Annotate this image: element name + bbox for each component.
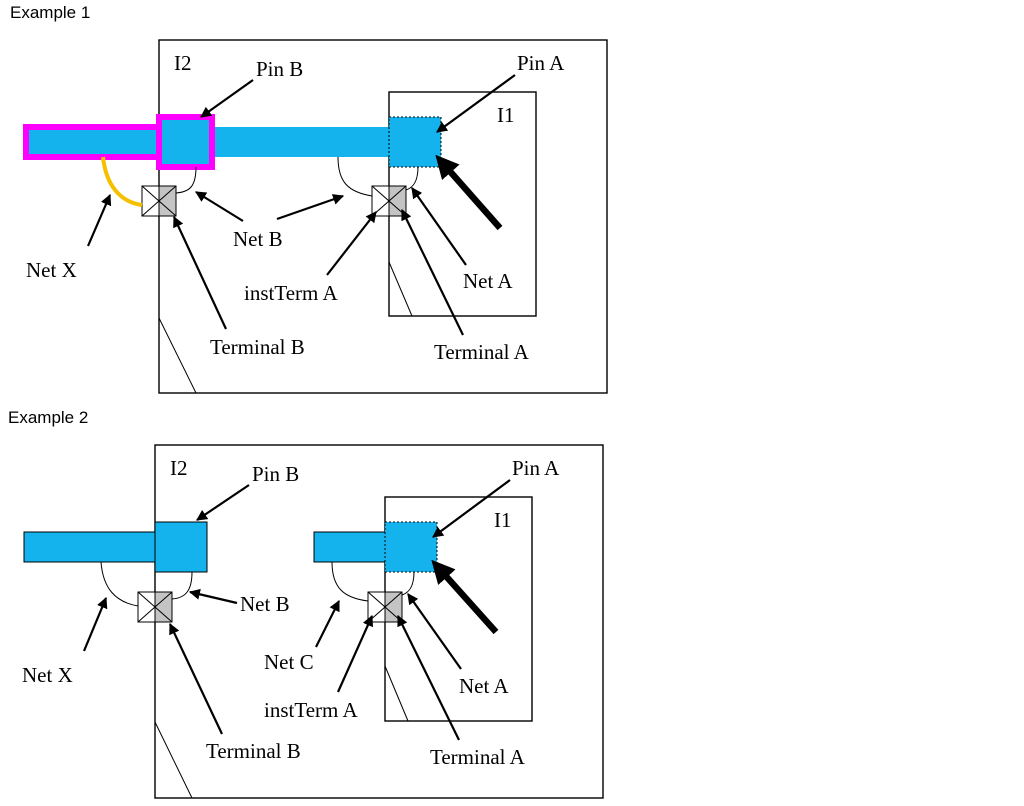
label-net-a: Net A: [459, 674, 509, 698]
net-a-connection: [401, 571, 415, 596]
arrow-pin-b: [196, 484, 250, 521]
label-net-c: Net C: [264, 650, 314, 674]
label-net-x: Net X: [26, 258, 77, 282]
arrow-bold-pin-a: [435, 154, 503, 231]
net-c-connection: [331, 561, 369, 602]
label-pin-a: Pin A: [517, 51, 565, 75]
net-b-wire: [212, 127, 390, 157]
i2-corner-hatch: [154, 721, 193, 799]
arrow-pin-a: [436, 74, 516, 133]
arrow-instterm-a: [326, 211, 377, 276]
label-net-x: Net X: [22, 663, 73, 687]
arrow-instterm-a: [336, 614, 374, 693]
label-pin-b: Pin B: [256, 57, 303, 81]
terminal-a: [371, 185, 407, 217]
arrow-pin-a: [432, 479, 511, 538]
label-net-a: Net A: [463, 269, 513, 293]
arrow-net-b: [188, 588, 238, 605]
example-1: Example 1 I2 I1: [10, 3, 608, 394]
net-a-connection: [405, 166, 419, 191]
label-i1: I1: [494, 508, 512, 532]
label-terminal-b: Terminal B: [210, 335, 305, 359]
net-b-connection: [175, 166, 197, 194]
terminal-a: [367, 591, 403, 623]
label-instterm-a: instTerm A: [264, 698, 358, 722]
i1-corner-hatch: [384, 665, 409, 722]
pin-a: [388, 116, 442, 168]
pin-b: [154, 521, 208, 573]
terminal-b: [137, 591, 173, 623]
label-pin-a: Pin A: [512, 456, 560, 480]
label-i2: I2: [170, 456, 188, 480]
net-c-wire: [313, 531, 387, 563]
label-net-b: Net B: [240, 592, 290, 616]
label-i2: I2: [174, 51, 192, 75]
example-1-caption: Example 1: [10, 3, 90, 22]
arrow-bold-pin-a: [431, 559, 499, 635]
arrow-net-c: [315, 600, 340, 648]
arrow-net-b-right: [276, 194, 345, 221]
i2-corner-hatch: [158, 317, 197, 394]
label-instterm-a: instTerm A: [244, 281, 338, 305]
label-net-b: Net B: [233, 227, 283, 251]
pin-a: [384, 521, 438, 573]
label-terminal-b: Terminal B: [206, 739, 301, 763]
net-x-wire: [23, 531, 157, 563]
pin-b-highlighted: [156, 114, 215, 170]
arrow-terminal-b: [173, 216, 227, 330]
net-b-connection-right: [337, 156, 373, 197]
net-x-wire-highlighted: [23, 124, 163, 160]
net-x-connection: [101, 156, 143, 207]
net-x-connection: [100, 561, 139, 607]
label-pin-b: Pin B: [252, 462, 299, 486]
terminal-b: [141, 185, 177, 217]
arrow-terminal-b: [169, 623, 223, 735]
label-terminal-a: Terminal A: [430, 745, 526, 769]
arrow-net-a: [411, 187, 467, 266]
label-terminal-a: Terminal A: [434, 340, 530, 364]
example-2-caption: Example 2: [8, 408, 88, 427]
arrow-terminal-a: [397, 615, 460, 741]
i1-corner-hatch: [388, 261, 413, 317]
label-i1: I1: [497, 103, 515, 127]
arrow-net-x: [86, 193, 112, 247]
example-2: Example 2 I2 I1: [8, 408, 604, 799]
net-b-connection: [171, 571, 193, 600]
arrow-net-a: [407, 593, 462, 670]
arrow-net-x: [82, 596, 108, 652]
arrow-net-b-left: [195, 191, 244, 222]
arrow-terminal-a: [401, 209, 464, 336]
arrow-pin-b: [200, 79, 254, 118]
